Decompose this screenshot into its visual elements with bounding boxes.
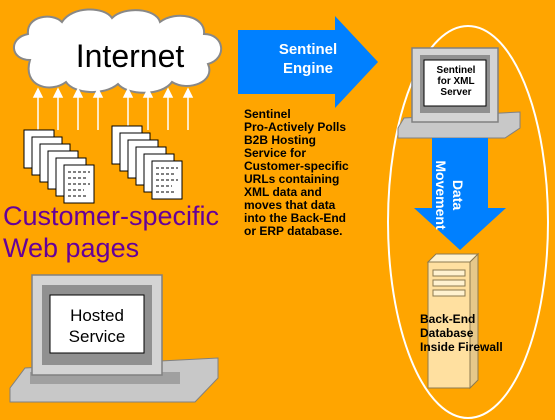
data-movement-arrow — [414, 138, 506, 250]
data-movement-label: Data Movement — [433, 160, 466, 230]
upload-arrows — [32, 87, 194, 130]
process-description: Sentinel Pro-Actively Polls B2B Hosting … — [244, 107, 349, 238]
web-pages-left — [23, 129, 95, 204]
xml-server-computer — [397, 47, 521, 139]
web-pages-right — [111, 125, 183, 200]
xml-server-label: Sentinel for XML Server — [436, 65, 476, 98]
sentinel-engine-label: Sentinel Engine — [278, 41, 338, 77]
server-group-oval — [387, 25, 549, 419]
hosted-service-label: Hosted Service — [68, 306, 126, 346]
hosted-service-computer — [9, 274, 219, 403]
sentinel-engine-arrow — [238, 16, 378, 108]
internet-label: Internet — [75, 38, 185, 74]
internet-cloud — [13, 8, 223, 94]
customer-pages-label: Customer-specific Web pages — [3, 201, 220, 263]
backend-server-tower — [426, 252, 480, 390]
backend-database-label: Back-End Database Inside Firewall — [420, 312, 503, 354]
